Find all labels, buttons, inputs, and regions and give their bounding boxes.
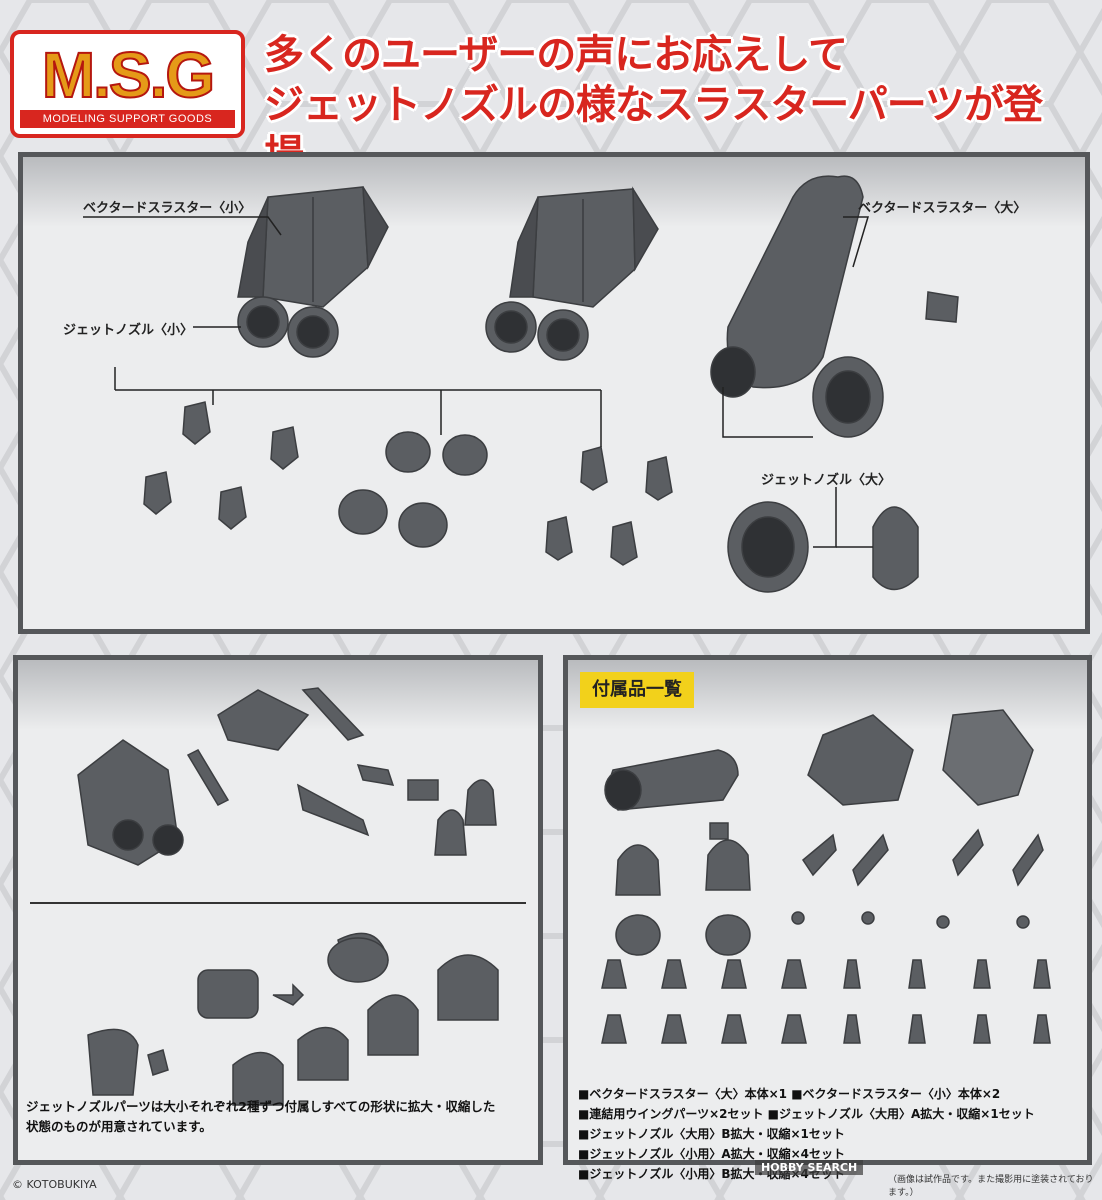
small-nozzle bbox=[973, 959, 991, 989]
small-nozzle bbox=[721, 1014, 747, 1044]
contents-badge: 付属品一覧 bbox=[580, 672, 694, 708]
small-thruster-1 bbox=[237, 186, 389, 358]
variants-art bbox=[77, 687, 499, 1106]
note-line2: 状態のものが用意されています。 bbox=[26, 1119, 212, 1134]
disclaimer: （画像は試作品です。また撮影用に塗装されております。） bbox=[888, 1175, 1094, 1198]
small-nozzle bbox=[601, 1014, 627, 1044]
small-thruster-2 bbox=[485, 186, 659, 361]
large-nozzle-c bbox=[872, 506, 919, 591]
nozzle-note: ジェットノズルパーツは大小それぞれ2種ずつ付属しすべての形状に拡大・収縮した 状… bbox=[26, 1097, 531, 1137]
logo-subtitle: MODELING SUPPORT GOODS bbox=[20, 110, 235, 128]
headline-line1: 多くのユーザーの声にお応えして bbox=[264, 32, 848, 78]
callout-small-thruster: ベクタードスラスター〈小〉 bbox=[83, 201, 252, 216]
logo-title: M.S.G bbox=[41, 38, 216, 112]
small-nozzle bbox=[661, 1014, 687, 1044]
contents-art bbox=[601, 709, 1051, 1044]
contents-item: ■連結用ウイングパーツ×2セット ■ジェットノズル〈大用〉A拡大・収縮×1セット bbox=[578, 1107, 1035, 1121]
small-nozzle bbox=[908, 1014, 926, 1044]
contents-item: ■ジェットノズル〈大用〉B拡大・収縮×1セット bbox=[578, 1127, 845, 1141]
contents-item: ■ジェットノズル〈小用〉A拡大・収縮×4セット bbox=[578, 1147, 846, 1161]
section-divider bbox=[30, 902, 526, 904]
callout-large-thruster: ベクタードスラスター〈大〉 bbox=[858, 201, 1027, 216]
copyright: © KOTOBUKIYA bbox=[12, 1178, 97, 1191]
contents-item: ■ベクタードスラスター〈大〉本体×1 ■ベクタードスラスター〈小〉本体×2 bbox=[578, 1087, 1001, 1101]
msg-logo: M.S.G MODELING SUPPORT GOODS bbox=[10, 30, 245, 138]
callout-small-nozzle: ジェットノズル〈小〉 bbox=[63, 323, 194, 338]
callout-large-nozzle: ジェットノズル〈大〉 bbox=[761, 473, 892, 488]
small-nozzle bbox=[661, 959, 687, 989]
nozzle-variants-panel: ジェットノズルパーツは大小それぞれ2種ずつ付属しすべての形状に拡大・収縮した 状… bbox=[13, 655, 543, 1165]
large-thruster bbox=[710, 175, 959, 398]
small-nozzle bbox=[908, 959, 926, 989]
small-nozzle bbox=[843, 959, 861, 989]
small-nozzle bbox=[1033, 1014, 1051, 1044]
small-nozzle bbox=[601, 959, 627, 989]
contents-panel: 付属品一覧 ■ベクタードス bbox=[563, 655, 1092, 1181]
showcase-art bbox=[83, 175, 959, 593]
small-nozzle bbox=[973, 1014, 991, 1044]
watermark: HOBBY SEARCH bbox=[755, 1160, 864, 1175]
contents-list: ■ベクタードスラスター〈大〉本体×1 ■ベクタードスラスター〈小〉本体×2 ■連… bbox=[578, 1084, 1083, 1184]
small-nozzle bbox=[781, 1014, 807, 1044]
small-nozzle bbox=[843, 1014, 861, 1044]
small-nozzle bbox=[1033, 959, 1051, 989]
main-showcase-panel: ベクタードスラスター〈小〉 ジェットノズル〈小〉 ベクタードスラスター〈大〉 ジ… bbox=[18, 152, 1090, 634]
small-nozzle bbox=[781, 959, 807, 989]
small-nozzle bbox=[721, 959, 747, 989]
note-line1: ジェットノズルパーツは大小それぞれ2種ずつ付属しすべての形状に拡大・収縮した bbox=[26, 1099, 496, 1114]
